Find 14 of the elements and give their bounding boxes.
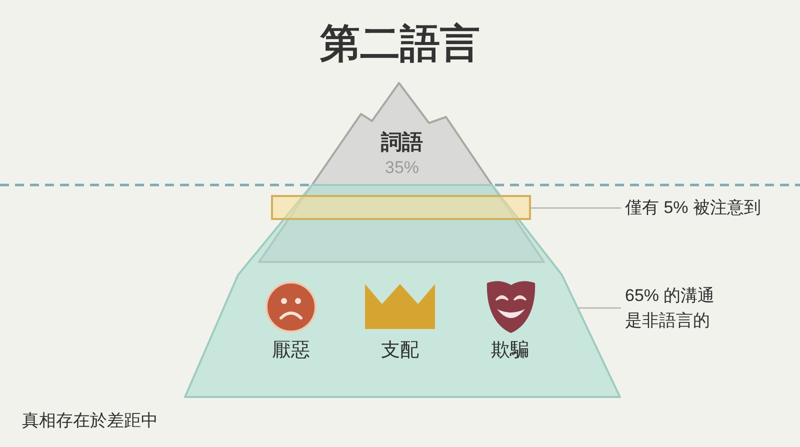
iceberg-base [185, 185, 621, 398]
leader-line [578, 307, 621, 309]
highlight-band [271, 195, 531, 220]
title: 第二語言 [320, 21, 480, 68]
peak-heading: 詞語 [381, 130, 423, 155]
icon-caption: 支配 [381, 339, 419, 362]
iceberg-tip [259, 83, 545, 263]
leader-line [531, 207, 621, 209]
icon-caption: 欺騙 [491, 339, 529, 362]
callout-text: 65% 的溝通是非語言的 [625, 283, 725, 333]
footnote-text: 真相存在於差距中 [22, 410, 158, 431]
callout-text: 僅有 5% 被注意到 [625, 197, 762, 219]
icon-caption: 厭惡 [272, 339, 310, 362]
percentage-text: 35% [384, 157, 420, 178]
